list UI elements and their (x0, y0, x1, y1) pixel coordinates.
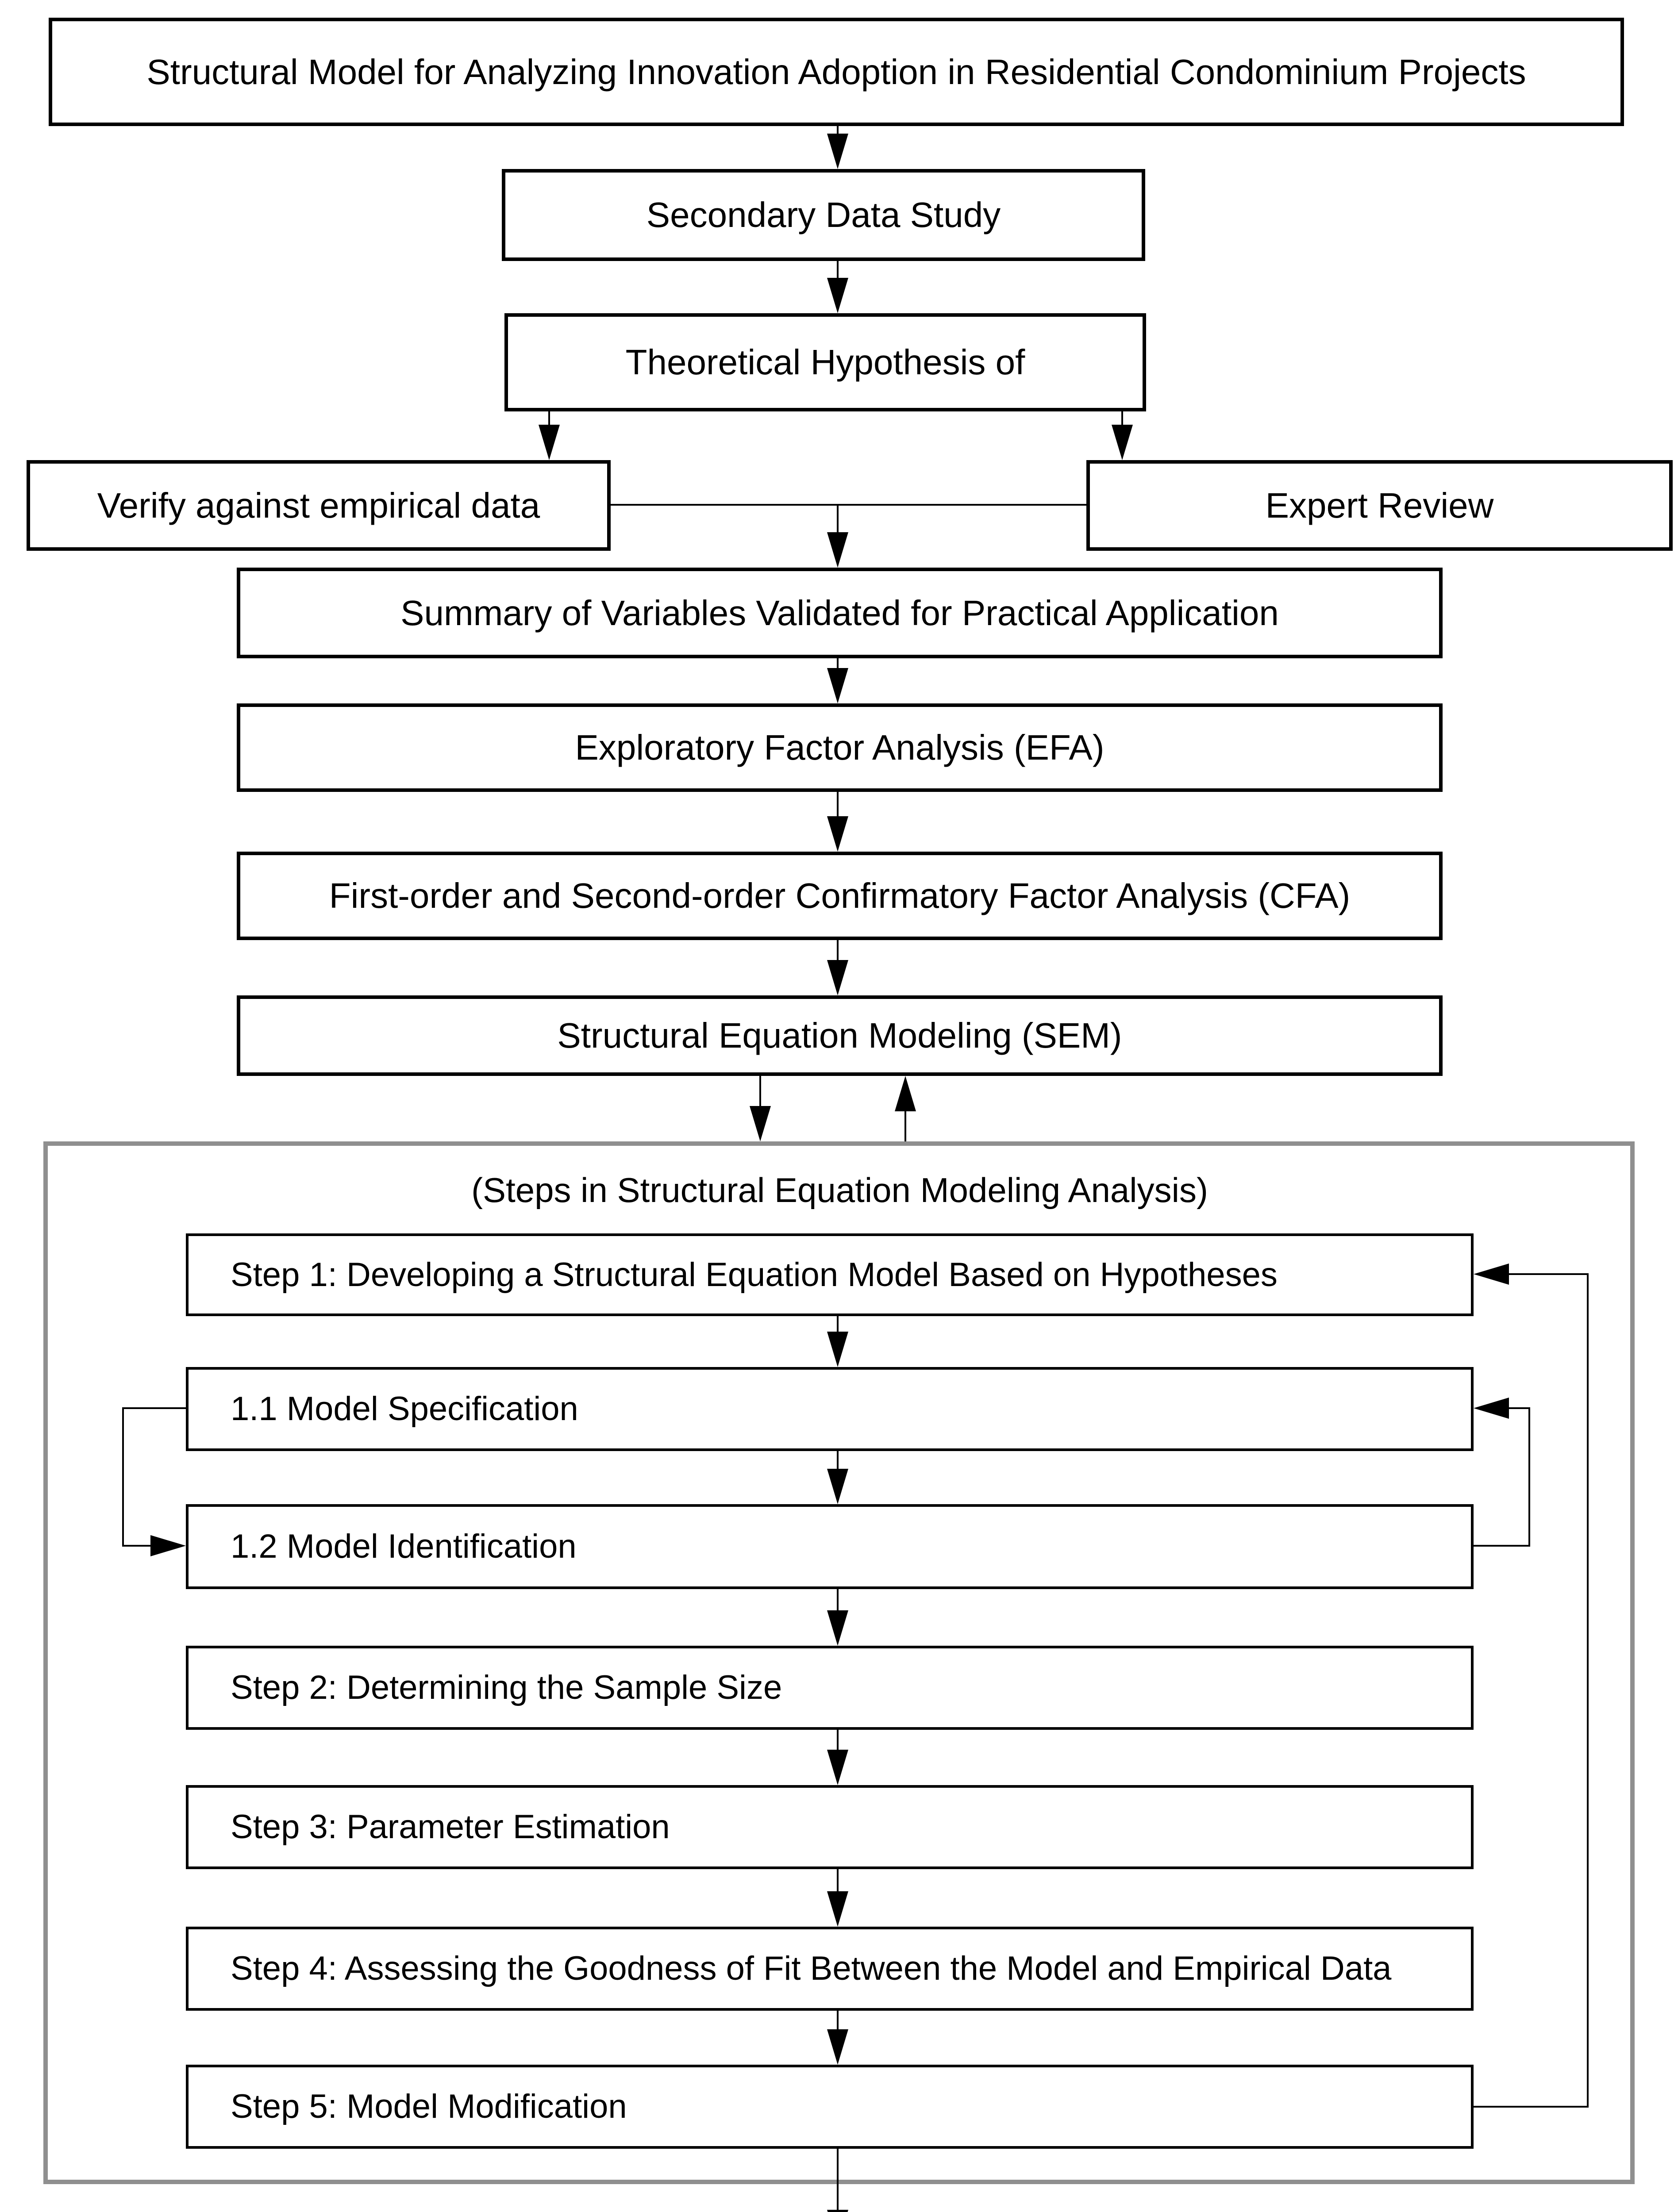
arrow-review-summary-line (837, 505, 839, 534)
feedback-step5-step1-vline (1587, 1273, 1589, 2108)
feedback-step12-exit-line (1474, 1545, 1530, 1547)
arrow-panel-sem-up-head (895, 1076, 916, 1111)
node-step2: Step 2: Determining the Sample Size (186, 1646, 1474, 1730)
arrow-step2-step3-head (827, 1750, 848, 1785)
arrow-step1-step11-head (827, 1332, 848, 1367)
arrow-sem-panel-down-line (759, 1076, 761, 1108)
steps-panel-caption: (Steps in Structural Equation Modeling A… (237, 1170, 1443, 1210)
arrow-title-secondary-head (827, 134, 848, 169)
arrow-hypothesis-expert-head (1112, 425, 1133, 460)
feedback-step11-entry-head (1474, 1398, 1509, 1419)
arrow-efa-cfa-head (827, 816, 848, 852)
arrow-review-summary-head (827, 532, 848, 568)
arrow-step4-step5-line (837, 2011, 839, 2031)
arrow-secondary-hypothesis-head (827, 278, 848, 313)
node-secondary-label: Secondary Data Study (646, 195, 1001, 234)
arrow-step11-step12-head (827, 1469, 848, 1504)
loop-step12-entry-head (150, 1535, 186, 1556)
arrow-step3-step4-line (837, 1869, 839, 1893)
arrow-hypothesis-verify-line (548, 411, 550, 427)
arrow-step12-step2-head (827, 1610, 848, 1646)
arrow-panel-analysis-head (827, 2210, 848, 2212)
arrow-summary-efa-line (837, 658, 839, 670)
node-step4: Step 4: Assessing the Goodness of Fit Be… (186, 1927, 1474, 2011)
feedback-step11-entry-line (1508, 1407, 1530, 1409)
node-efa-label: Exploratory Factor Analysis (EFA) (575, 728, 1105, 767)
arrow-sem-panel-down-head (750, 1106, 771, 1141)
node-step1: Step 1: Developing a Structural Equation… (186, 1233, 1474, 1316)
arrow-panel-sem-up-line (904, 1110, 906, 1141)
node-step-1-1-label: 1.1 Model Specification (231, 1390, 578, 1428)
node-step4-label: Step 4: Assessing the Goodness of Fit Be… (231, 1950, 1392, 1988)
arrow-secondary-hypothesis-line (837, 261, 839, 280)
node-title-label: Structural Model for Analyzing Innovatio… (146, 52, 1526, 92)
node-theoretical-hypothesis: Theoretical Hypothesis of (504, 313, 1146, 411)
node-title: Structural Model for Analyzing Innovatio… (49, 18, 1624, 126)
node-summary-variables: Summary of Variables Validated for Pract… (237, 568, 1443, 658)
arrow-step3-step4-head (827, 1891, 848, 1927)
feedback-step12-step11-vline (1528, 1407, 1530, 1547)
node-step2-label: Step 2: Determining the Sample Size (231, 1669, 782, 1707)
node-step-1-1: 1.1 Model Specification (186, 1367, 1474, 1451)
node-hypothesis-label: Theoretical Hypothesis of (625, 342, 1025, 382)
loop-step12-entry-line (123, 1545, 152, 1547)
arrow-efa-cfa-line (837, 792, 839, 818)
arrow-summary-efa-head (827, 668, 848, 703)
node-sem: Structural Equation Modeling (SEM) (237, 995, 1443, 1076)
arrow-cfa-sem-line (837, 940, 839, 962)
node-sem-label: Structural Equation Modeling (SEM) (557, 1016, 1122, 1055)
node-cfa-label: First-order and Second-order Confirmator… (329, 876, 1351, 915)
arrow-title-secondary-line (837, 126, 839, 137)
arrow-hypothesis-expert-line (1121, 411, 1123, 427)
node-efa: Exploratory Factor Analysis (EFA) (237, 703, 1443, 792)
steps-panel-caption-label: (Steps in Structural Equation Modeling A… (471, 1171, 1208, 1210)
node-cfa: First-order and Second-order Confirmator… (237, 852, 1443, 940)
node-step5: Step 5: Model Modification (186, 2065, 1474, 2149)
arrow-panel-analysis-line (837, 2149, 839, 2212)
loop-step11-exit-line (123, 1407, 186, 1409)
node-step3-label: Step 3: Parameter Estimation (231, 1808, 670, 1846)
arrow-step2-step3-line (837, 1730, 839, 1751)
node-step-1-2-label: 1.2 Model Identification (231, 1528, 577, 1566)
connector-verify-expert-line (611, 504, 1086, 506)
feedback-step1-entry-head (1474, 1263, 1509, 1285)
node-verify-label: Verify against empirical data (97, 485, 540, 525)
node-summary-label: Summary of Variables Validated for Pract… (400, 593, 1279, 633)
arrow-hypothesis-verify-head (539, 425, 560, 460)
arrow-cfa-sem-head (827, 960, 848, 995)
node-expert-review: Expert Review (1086, 460, 1673, 551)
node-step1-label: Step 1: Developing a Structural Equation… (231, 1256, 1278, 1294)
node-expert-label: Expert Review (1265, 485, 1494, 525)
node-step3: Step 3: Parameter Estimation (186, 1785, 1474, 1869)
arrow-step1-step11-line (837, 1316, 839, 1333)
node-secondary-data-study: Secondary Data Study (502, 169, 1145, 261)
node-step-1-2: 1.2 Model Identification (186, 1504, 1474, 1589)
node-step5-label: Step 5: Model Modification (231, 2088, 627, 2126)
feedback-step5-exit-line (1474, 2106, 1589, 2108)
arrow-step12-step2-line (837, 1589, 839, 1612)
arrow-step4-step5-head (827, 2029, 848, 2065)
feedback-step1-entry-line (1508, 1273, 1589, 1275)
loop-step11-step12-vline (122, 1407, 124, 1547)
arrow-step11-step12-line (837, 1451, 839, 1471)
node-verify-empirical: Verify against empirical data (27, 460, 611, 551)
